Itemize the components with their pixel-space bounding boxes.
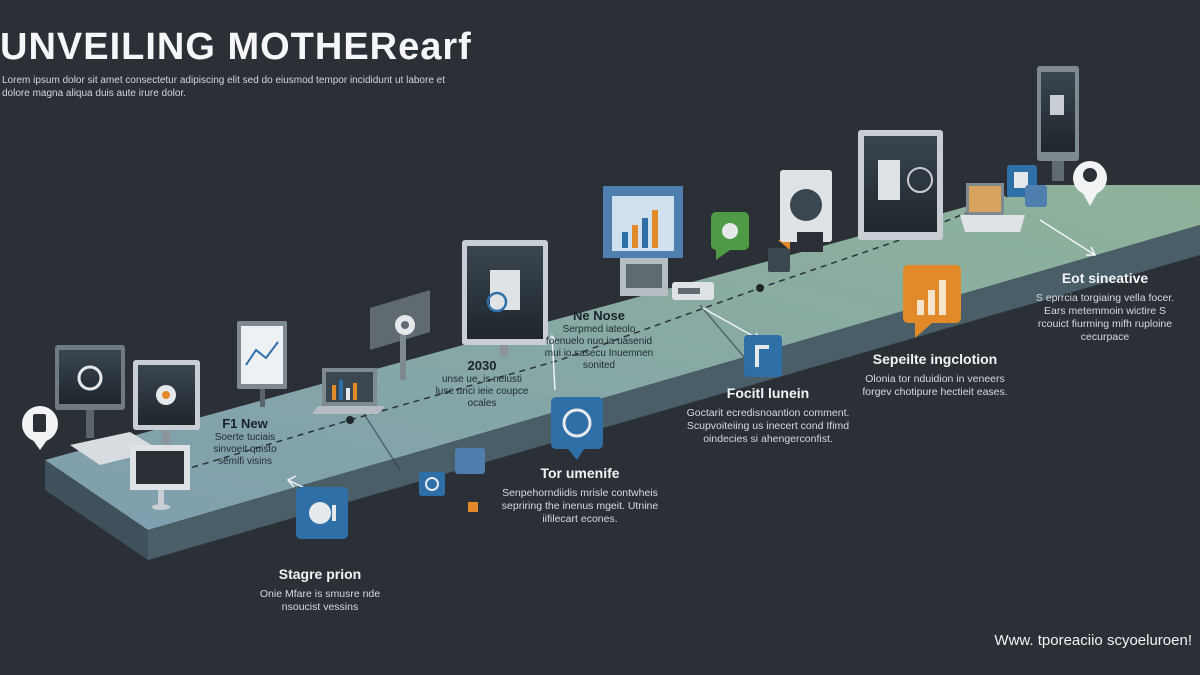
monitor-icon	[133, 360, 200, 444]
stage-desc: S eprrcia torgiaing vella focer. Ears me…	[1035, 292, 1175, 343]
footer-url: Www. tporeaciio scyoeluroen!	[994, 632, 1192, 649]
chat-bubble-icon	[419, 448, 486, 520]
plank-label-heading: F1 New	[222, 416, 268, 431]
arrow-icon	[546, 334, 558, 391]
plank-label: 2030 unse ue, is nelusti luse unci ieie …	[432, 358, 532, 410]
kiosk-icon	[1037, 66, 1079, 181]
timeline-plank-side	[45, 460, 148, 560]
laptop-icon	[960, 183, 1025, 232]
plank-label-desc: unse ue, is nelusti luse unci ieie coupc…	[435, 374, 529, 409]
chat-bubble-icon	[672, 282, 714, 300]
stage-heading: Sepeilte ingclotion	[872, 351, 998, 367]
timeline-node	[756, 284, 764, 292]
stage-desc: Goctarit ecredisnoantion comment. Scupvo…	[686, 407, 850, 445]
chat-bubble-icon	[744, 335, 782, 377]
stage-heading: Tor umenife	[540, 465, 620, 481]
chat-bubble-icon	[551, 397, 603, 460]
stage-heading: Eot sineative	[1061, 270, 1149, 286]
stage-2: Tor umenife Senpehorndiidis mrisle contw…	[500, 465, 660, 526]
stage-desc: Onie Mfare is smusre nde nsoucist vessin…	[259, 588, 381, 613]
chat-bubble-icon	[768, 240, 790, 272]
location-pin-icon	[1073, 161, 1107, 206]
stage-heading: Stagre prion	[278, 566, 362, 582]
chat-bubble-icon	[711, 212, 749, 260]
stage-desc: Senpehorndiidis mrisle contwheis sepriri…	[501, 487, 659, 525]
desk-icon	[70, 432, 190, 510]
chart-icon	[903, 265, 961, 338]
plank-label-heading: 2030	[467, 358, 497, 373]
stage-4: Sepeilte ingclotion Olonia tor nduidion …	[860, 351, 1010, 399]
plank-label-heading: Ne Nose	[572, 308, 626, 323]
stage-desc: Olonia tor nduidion in veneers forgev ch…	[862, 373, 1008, 398]
page-subtitle: Lorem ipsum dolor sit amet consectetur a…	[2, 75, 446, 99]
arrow-icon	[1039, 219, 1097, 256]
stage-3: Focitl lunein Goctarit ecredisnoantion c…	[684, 385, 852, 446]
page-title: UNVEILING MOTHERearf	[0, 26, 472, 68]
location-pin-icon	[22, 406, 58, 450]
timeline-node	[346, 416, 354, 424]
dashboard-icon	[603, 186, 683, 296]
stage-heading: Focitl lunein	[726, 385, 810, 401]
monitor-icon	[55, 345, 125, 438]
monitor-icon	[462, 240, 548, 357]
plank-label: Ne Nose Serpmed iateolo foenuelo nuo ia …	[544, 308, 654, 372]
monitor-icon	[858, 130, 943, 240]
chat-bubble-icon	[296, 487, 348, 539]
server-icon	[780, 170, 832, 252]
laptop-icon	[312, 368, 385, 414]
stage-5: Eot sineative S eprrcia torgiaing vella …	[1030, 270, 1180, 344]
settings-icon	[370, 290, 430, 380]
plank-label-desc: Serpmed iateolo foenuelo nuo ia uasenid …	[544, 324, 654, 371]
chat-bubble-icon	[1007, 165, 1047, 207]
plank-label: F1 New Soerte tuciais sinvoeit quisto se…	[200, 416, 290, 468]
plank-label-desc: Soerte tuciais sinvoeit quisto semifi vi…	[213, 432, 277, 467]
stage-1: Stagre prion Onie Mfare is smusre nde ns…	[245, 566, 395, 614]
monitor-icon	[237, 321, 287, 407]
